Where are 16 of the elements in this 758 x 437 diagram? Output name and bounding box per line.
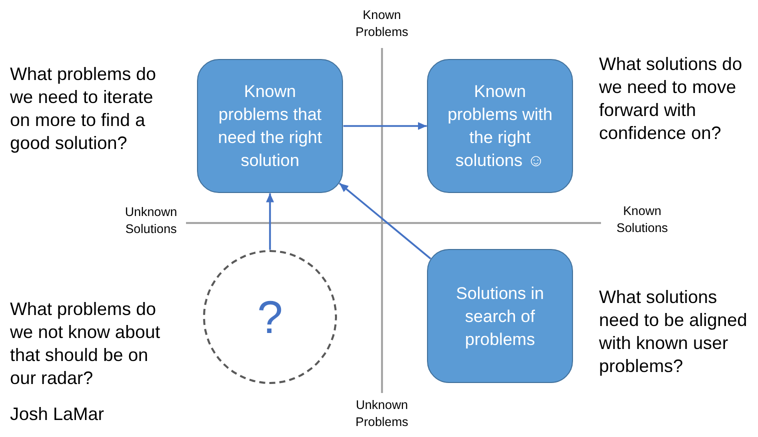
arrow [338,182,432,260]
author-credit: Josh LaMar [10,403,106,426]
arrow [343,122,427,130]
axis-label: Unknown Problems [356,397,408,431]
dashed-circle: ? [203,250,337,384]
axis-label: Known Problems [356,7,408,41]
question-text: What solutions do we need to move forward with confidence on? [599,53,744,145]
question-text: What problems do we not know about that should be on our radar? [10,298,162,390]
arrow [266,193,274,250]
axis-label: Unknown Solutions [125,204,178,238]
process-box: Known problems with the right solutions ☺ [427,59,573,193]
question-text: What solutions need to be aligned with known user problems? [599,286,748,378]
process-box: Solutions in search of problems [427,249,573,383]
process-box: Known problems that need the right solution [197,59,343,193]
question-text: What problems do we need to iterate on more to find a good solution? [10,63,158,155]
axis-label: Known Solutions [616,203,668,237]
